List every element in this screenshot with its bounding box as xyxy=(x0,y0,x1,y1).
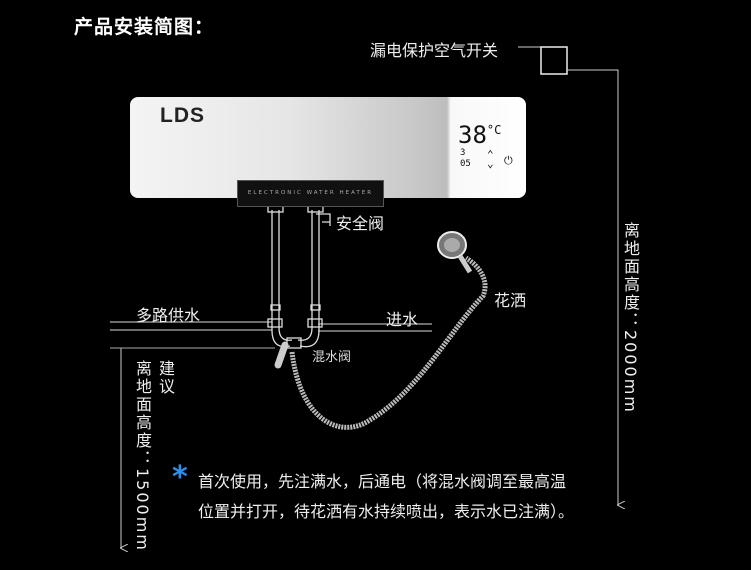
shower-hose xyxy=(289,255,488,430)
multi-supply-label: 多路供水 xyxy=(136,306,201,325)
water-inlet-label: 进水 xyxy=(386,310,419,329)
note-line-2: 位置并打开，待花洒有水持续喷出，表示水已注满）。 xyxy=(198,502,575,521)
temperature-unit: °C xyxy=(486,123,502,137)
breaker-label: 漏电保护空气开关 xyxy=(370,41,499,60)
multi-supply-pipe xyxy=(110,321,272,331)
asterisk-icon: * xyxy=(172,460,188,495)
heater-pipes xyxy=(267,203,331,349)
mixing-valve-label: 混水阀 xyxy=(312,350,352,365)
page-title: 产品安装简图： xyxy=(74,16,215,38)
suggest-label: 建议 xyxy=(156,360,175,396)
brand-logo: LDS xyxy=(160,104,205,127)
mixing-valve-handle xyxy=(274,341,289,369)
control-panel: ELECTRONIC WATER HEATER xyxy=(237,180,384,207)
note-line-1: 首次使用，先注满水，后通电（将混水阀调至最高温 xyxy=(198,472,567,491)
up-down-icon: ⌃⌄ xyxy=(487,148,494,170)
panel-text: ELECTRONIC WATER HEATER xyxy=(247,190,374,196)
timer-display: 05 xyxy=(460,159,471,169)
temperature-display: 38°C xyxy=(458,121,501,149)
breaker-box xyxy=(540,46,568,75)
height-2000-label: 离地面高度：2000mm xyxy=(621,222,640,414)
shower-head-icon xyxy=(437,231,473,274)
mode-display: 3 xyxy=(460,148,466,158)
safety-valve-label: 安全阀 xyxy=(336,214,385,233)
power-icon: ⏻ xyxy=(504,154,513,167)
height-1500-label: 离地面高度：1500mm xyxy=(133,360,152,552)
inlet-pipe xyxy=(318,323,432,332)
shower-label: 花洒 xyxy=(494,291,527,310)
height-2000-line xyxy=(567,69,618,505)
temperature-value: 38 xyxy=(458,121,487,149)
